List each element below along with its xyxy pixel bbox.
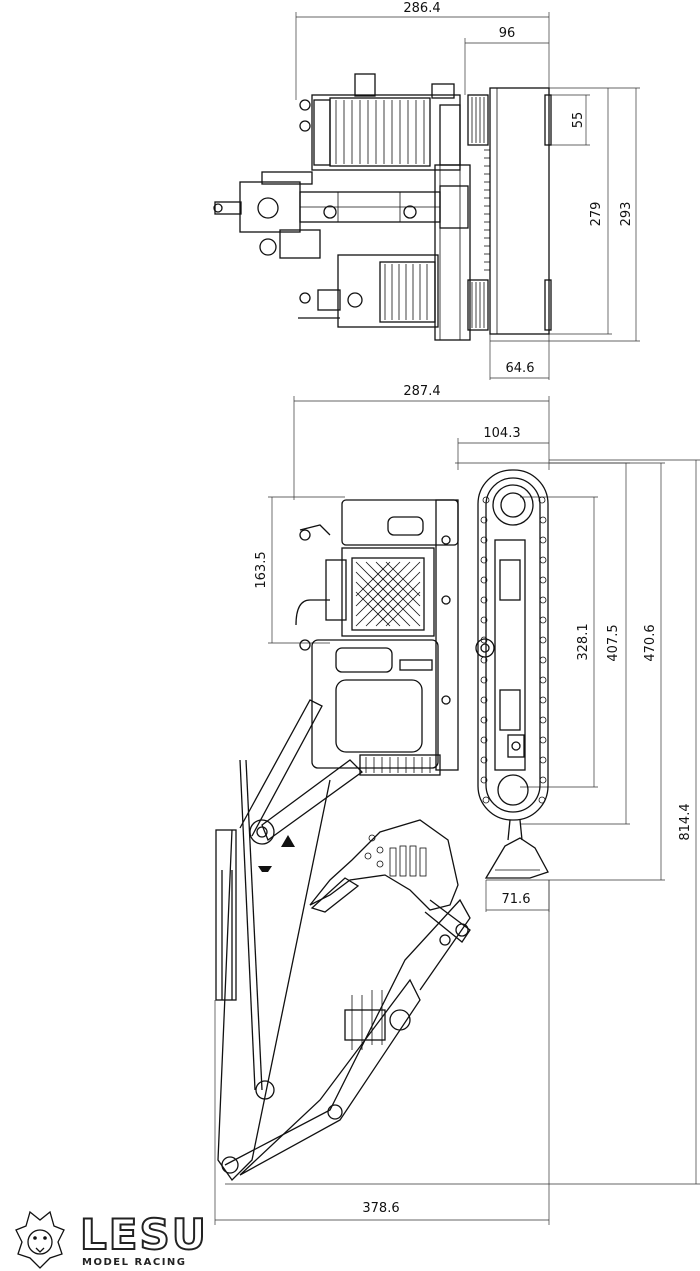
dim-side-track-length: 328.1 — [576, 623, 591, 660]
side-view — [214, 396, 700, 1225]
dim-side-upper-height: 163.5 — [254, 551, 269, 588]
logo-wordmark: LESU — [79, 1210, 208, 1259]
dim-top-track-gauge: 279 — [589, 202, 604, 227]
dim-top-overall-height: 293 — [619, 202, 634, 227]
dim-side-boom-width: 378.6 — [362, 1201, 399, 1216]
dim-top-blade-depth: 64.6 — [506, 361, 535, 376]
dim-side-overall-length: 814.4 — [678, 803, 693, 840]
dim-side-blade-width: 71.6 — [502, 892, 531, 907]
dim-side-to-blade: 470.6 — [643, 624, 658, 661]
lion-logo-icon — [15, 1210, 65, 1269]
dim-side-track-width: 104.3 — [483, 426, 520, 441]
logo-subtitle: MODEL RACING — [82, 1257, 187, 1268]
dim-top-blade-height: 55 — [571, 112, 586, 129]
dim-top-blade-width: 96 — [499, 26, 516, 41]
dim-side-track-length-outer: 407.5 — [606, 624, 621, 661]
dim-top-overall-width: 286.4 — [403, 1, 440, 16]
top-view — [213, 12, 640, 380]
dim-side-overall-width: 287.4 — [403, 384, 440, 399]
